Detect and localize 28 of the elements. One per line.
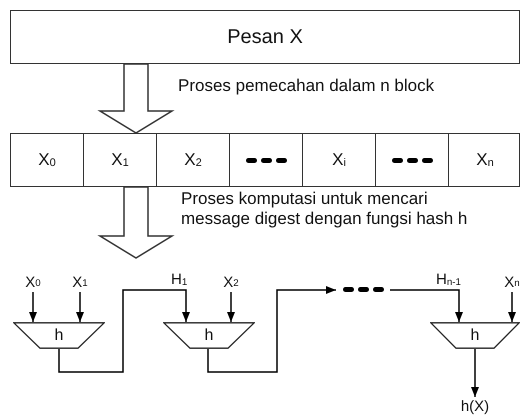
block-label: X$_{1}$ <box>111 150 129 170</box>
block-label: X$_{2}$ <box>184 150 202 170</box>
message-box <box>10 10 520 64</box>
arrow <box>227 292 235 322</box>
block-label: Pesan X <box>227 26 303 48</box>
block-label: X$_{0}$ <box>38 150 56 170</box>
block-label: X$_{i}$ <box>332 150 346 170</box>
edge-label: H$_{1}$ <box>171 271 188 288</box>
arrow <box>508 292 516 322</box>
output-label: h(X) <box>455 397 495 416</box>
arrow <box>76 292 84 322</box>
block-arrow <box>97 63 175 134</box>
arrow <box>390 289 463 322</box>
edge-label: Proses pemecahan dalam n block <box>178 76 434 96</box>
arrow <box>471 349 479 397</box>
function-label: h <box>470 326 480 344</box>
hash-function-trapezoid <box>163 322 255 349</box>
block-label: X$_{n}$ <box>476 150 494 170</box>
arrow <box>207 286 336 373</box>
arrow <box>29 292 37 322</box>
hash-function-trapezoid <box>13 322 105 349</box>
arrow <box>58 289 190 373</box>
block-row <box>10 133 520 187</box>
hash-function-trapezoid <box>430 322 520 349</box>
function-label: h <box>54 326 64 344</box>
edge-label: H$_{n-1}$ <box>436 271 461 288</box>
function-label: h <box>204 326 214 344</box>
block-arrow <box>97 186 175 259</box>
